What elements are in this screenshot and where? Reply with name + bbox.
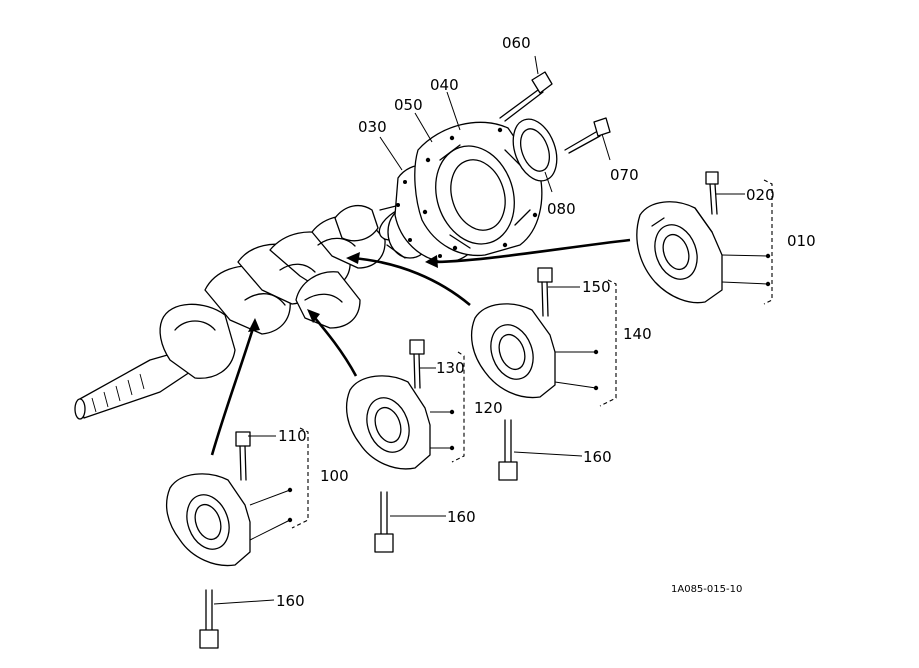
label-030: 030 [358, 118, 387, 136]
label-130: 130 [436, 359, 465, 377]
bolt-020 [705, 171, 719, 215]
label-080: 080 [547, 200, 576, 218]
label-150: 150 [582, 278, 611, 296]
label-120: 120 [474, 399, 503, 417]
label-070: 070 [610, 166, 639, 184]
assembly-arrows [210, 238, 631, 456]
label-110: 110 [278, 427, 307, 445]
label-040: 040 [430, 76, 459, 94]
label-100: 100 [320, 467, 349, 485]
bolt-060 [499, 71, 553, 122]
label-140: 140 [623, 325, 652, 343]
bolt-070 [564, 117, 611, 154]
bearing-case-010 [636, 201, 771, 304]
bolt-160-c [498, 419, 518, 481]
bolt-160-b [374, 491, 394, 553]
label-050: 050 [394, 96, 423, 114]
label-160-b: 160 [447, 508, 476, 526]
bearing-case-120 [346, 375, 455, 470]
figure-code: 1A085-015-10 [671, 584, 742, 595]
label-060: 060 [502, 34, 531, 52]
label-010: 010 [787, 232, 816, 250]
label-160-c: 160 [583, 448, 612, 466]
label-160-a: 160 [276, 592, 305, 610]
bolt-150 [537, 267, 553, 317]
bolt-160-a [199, 589, 219, 649]
bolt-110 [235, 431, 251, 481]
bearing-case-100 [166, 473, 293, 567]
bolt-130 [409, 339, 425, 389]
bearing-case-140 [471, 303, 599, 399]
part-labels: 060 040 050 030 070 080 020 010 150 140 … [276, 34, 816, 610]
label-020: 020 [746, 186, 775, 204]
group-brackets [291, 179, 773, 529]
seal-case-assembly [394, 118, 558, 263]
leader-lines [213, 55, 745, 605]
